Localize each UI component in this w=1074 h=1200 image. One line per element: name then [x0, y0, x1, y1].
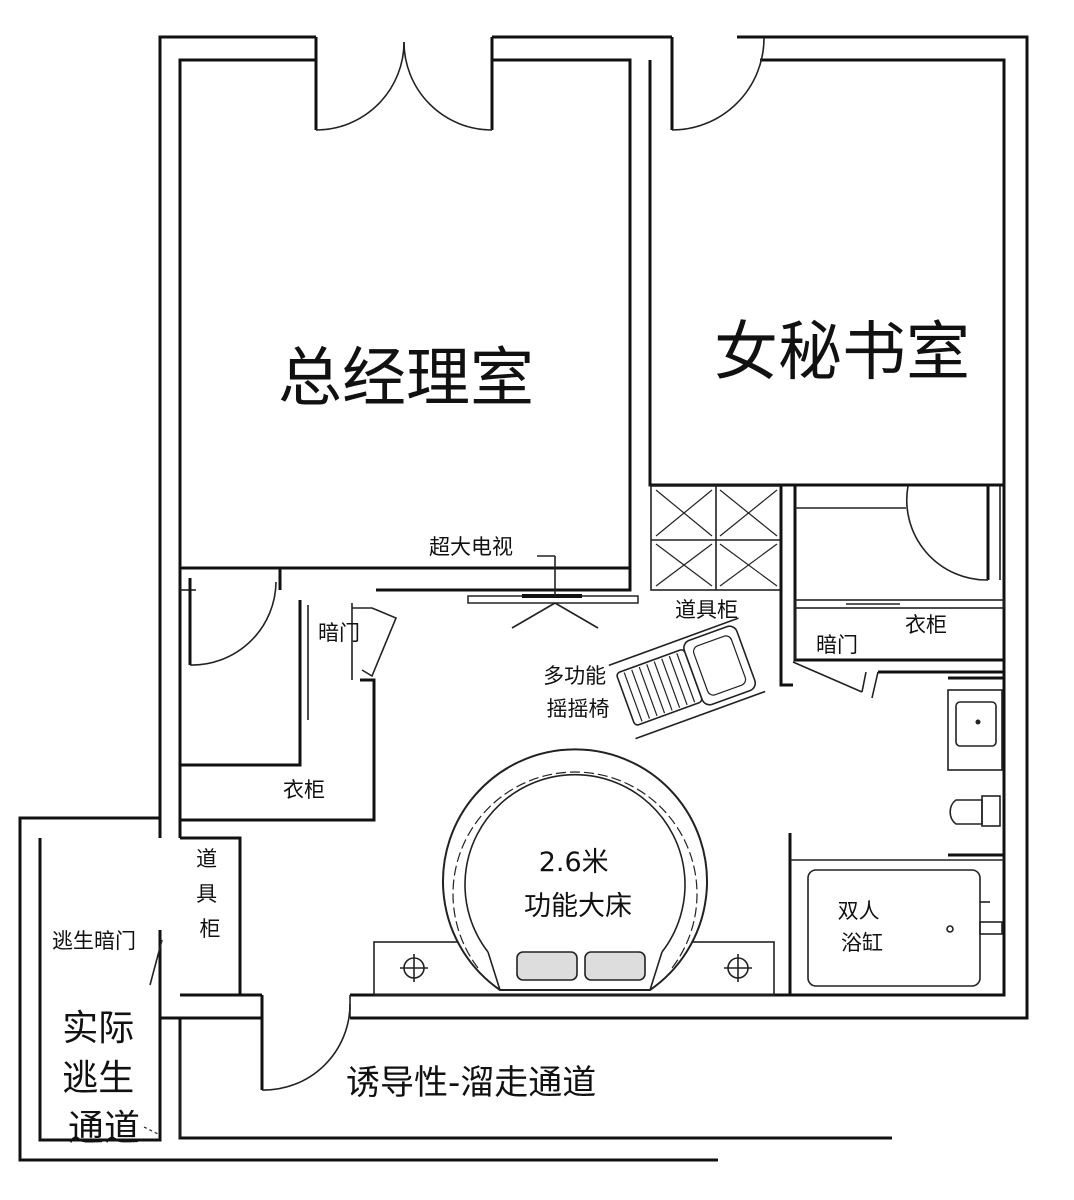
- bathtub: [807, 869, 981, 987]
- rocking-chair-label-line2: 摇摇椅: [547, 697, 610, 721]
- prop-cabinet-side-line3: 柜: [200, 917, 221, 941]
- right-inner-room: [779, 485, 1005, 699]
- secretary-office-label: 女秘书室: [714, 316, 970, 390]
- rocking-chair: [608, 617, 766, 740]
- escape-hidden-door: [149, 930, 163, 1018]
- rocking-chair-label-line1: 多功能: [543, 664, 606, 688]
- bathroom: [788, 676, 1004, 995]
- bed-label: 2.6米 功能大床: [524, 847, 632, 922]
- decoy-door: [260, 995, 351, 1091]
- pillow-right: [584, 951, 646, 981]
- prop-cabinet-top-label: 道具柜: [675, 598, 738, 622]
- actual-escape-route-label: 实际 逃生 通道: [62, 1008, 145, 1149]
- bathtub-label-line2: 浴缸: [841, 931, 883, 955]
- rocking-chair-label: 多功能 摇摇椅: [543, 664, 613, 721]
- actual-escape-route-line1: 实际: [62, 1008, 134, 1049]
- wardrobe-left-label: 衣柜: [283, 778, 325, 802]
- prop-cabinet-side-line1: 道: [196, 847, 217, 871]
- prop-cabinet-top: [650, 485, 782, 591]
- left-wardrobe-block: [180, 578, 398, 822]
- bathtub-label-line1: 双人: [838, 899, 880, 923]
- prop-cabinet-side-line2: 具: [196, 882, 217, 906]
- hidden-door-left-label: 暗门: [318, 621, 360, 645]
- actual-escape-route-line2: 逃生: [62, 1058, 134, 1099]
- prop-cabinet-side-label: 道 具 柜: [196, 847, 224, 941]
- tv-wall: [180, 555, 639, 629]
- labels: 总经理室 女秘书室 超大电视 道具柜 暗门 暗门 衣柜 衣柜 多功能 摇摇椅 道…: [52, 316, 970, 1149]
- prop-cabinet-side: [180, 836, 242, 995]
- bed-label-line1: 2.6米: [539, 847, 609, 878]
- lamp-left: [400, 954, 428, 982]
- wardrobe-right-label: 衣柜: [905, 613, 947, 637]
- tv-label: 超大电视: [429, 535, 513, 559]
- gm-office-label: 总经理室: [278, 342, 534, 416]
- actual-escape-route-line3: 通道: [68, 1108, 140, 1149]
- round-bed: [442, 748, 708, 991]
- bathtub-label: 双人 浴缸: [838, 899, 887, 955]
- lamp-right: [724, 954, 752, 982]
- gm-double-door: [314, 37, 494, 131]
- pillow-left: [516, 951, 578, 981]
- decoy-route-label: 诱导性-溜走通道: [346, 1063, 596, 1103]
- hidden-door-right-label: 暗门: [816, 633, 858, 657]
- corridors: [18, 816, 892, 1162]
- toilet: [949, 795, 1001, 827]
- secretary-door: [670, 37, 765, 131]
- escape-hidden-door-label: 逃生暗门: [52, 929, 136, 953]
- bed-label-line2: 功能大床: [524, 891, 632, 922]
